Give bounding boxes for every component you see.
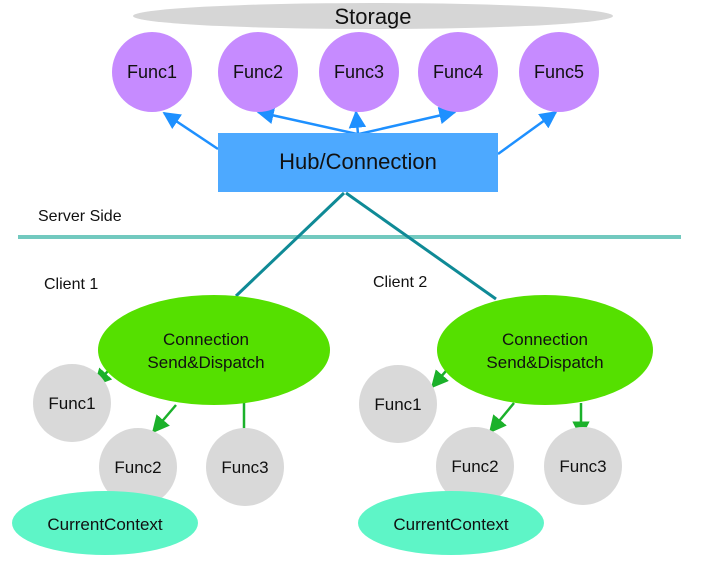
- hub-arrow-func2: [256, 106, 358, 136]
- client-1-func3: Func3: [206, 428, 284, 506]
- server-func-label: Func4: [433, 62, 483, 82]
- connection-label-line1: Connection: [163, 330, 249, 349]
- server-func-label: Func5: [534, 62, 584, 82]
- context-label: CurrentContext: [393, 515, 509, 534]
- server-func-3: Func3: [319, 32, 399, 112]
- client-func-label: Func2: [451, 457, 498, 476]
- client-1-context: CurrentContext: [12, 491, 198, 555]
- server-side-label: Server Side: [38, 208, 122, 225]
- client-1-label: Client 1: [44, 276, 98, 293]
- connection-label-line2: Send&Dispatch: [147, 353, 264, 372]
- connection-label-line2: Send&Dispatch: [486, 353, 603, 372]
- hub-arrow-func5: [497, 110, 558, 156]
- connection-label-line1: Connection: [502, 330, 588, 349]
- client-2-connection: Connection Send&Dispatch: [437, 295, 653, 405]
- storage-node: Storage: [133, 3, 613, 29]
- link-client-2: [345, 191, 497, 301]
- client-1-func1: Func1: [33, 364, 111, 442]
- hub-box: [218, 133, 498, 192]
- client-func-label: Func1: [374, 395, 421, 414]
- server-func-4: Func4: [418, 32, 498, 112]
- server-func-label: Func3: [334, 62, 384, 82]
- client-1: Func1 Func2 Func3 Connection Send&Dispat…: [12, 295, 330, 555]
- client-2-label: Client 2: [373, 274, 427, 291]
- storage-ellipse: [133, 3, 613, 29]
- client-2: Func1 Func2 Func3 Connection Send&Dispat…: [358, 295, 653, 555]
- client-func-label: Func1: [48, 394, 95, 413]
- client-2-func3: Func3: [544, 427, 622, 505]
- client-1-connection: Connection Send&Dispatch: [98, 295, 330, 405]
- server-func-label: Func1: [127, 62, 177, 82]
- client-2-func1: Func1: [359, 365, 437, 443]
- client-1-arrow-func2: [151, 404, 177, 434]
- storage-label: Storage: [334, 4, 411, 29]
- client-2-arrow-func2: [488, 402, 515, 434]
- hub-arrow-func1: [162, 111, 219, 151]
- hub-label: Hub/Connection: [279, 149, 437, 174]
- client-func-label: Func3: [221, 458, 268, 477]
- client-func-label: Func2: [114, 458, 161, 477]
- hub-arrows: [162, 106, 558, 156]
- client-2-func2: Func2: [436, 427, 514, 505]
- server-func-5: Func5: [519, 32, 599, 112]
- hub-node: Hub/Connection: [218, 133, 498, 192]
- context-label: CurrentContext: [47, 515, 163, 534]
- client-2-arrow-func1: [430, 369, 449, 389]
- server-func-label: Func2: [233, 62, 283, 82]
- hub-arrow-func3: [348, 110, 367, 135]
- client-func-label: Func3: [559, 457, 606, 476]
- server-func-1: Func1: [112, 32, 192, 112]
- link-client-1: [234, 191, 346, 298]
- client-2-context: CurrentContext: [358, 491, 544, 555]
- hub-arrow-func4: [358, 106, 457, 136]
- hub-client-links: [234, 191, 497, 301]
- server-functions: Func1 Func2 Func3 Func4 Func5: [112, 32, 599, 112]
- client-1-func2: Func2: [99, 428, 177, 506]
- server-func-2: Func2: [218, 32, 298, 112]
